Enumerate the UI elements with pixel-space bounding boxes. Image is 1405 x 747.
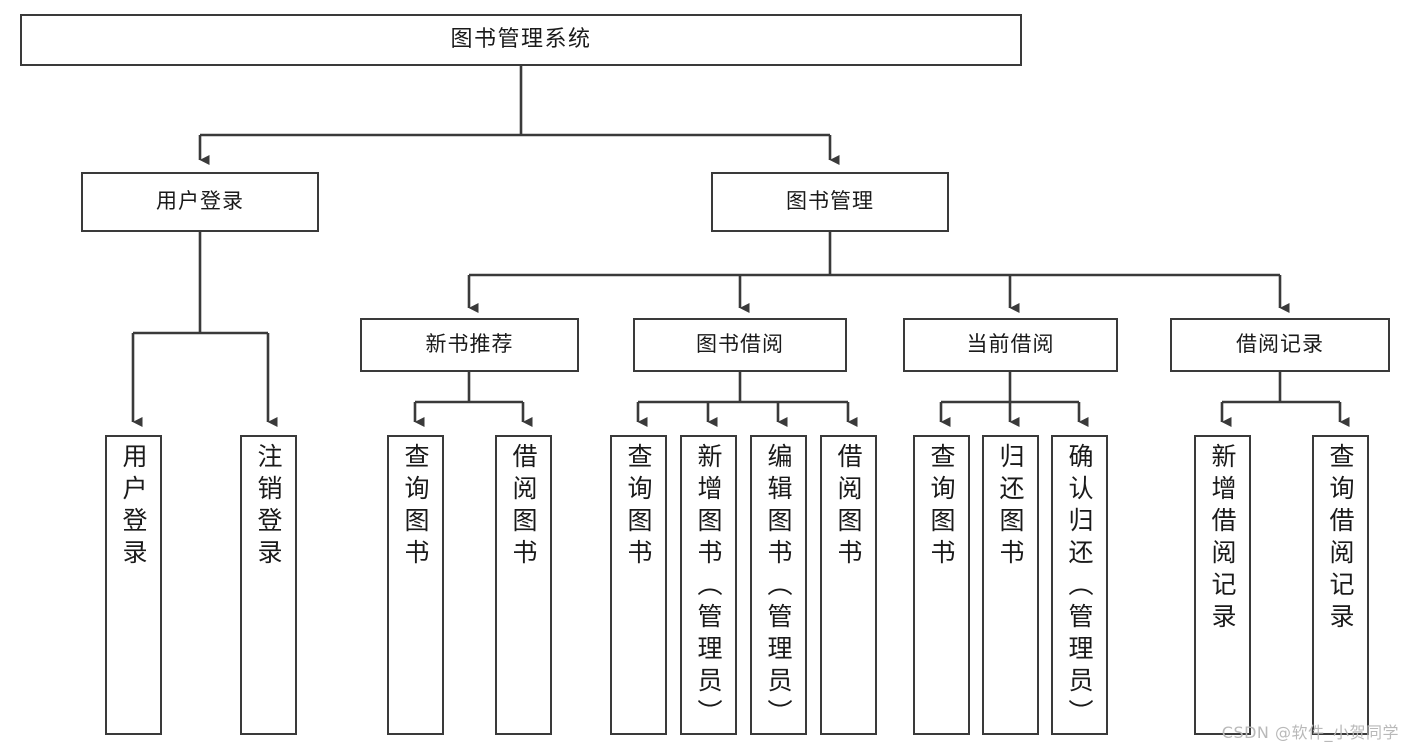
csdn-watermark: CSDN @软件_小贺同学 [1221, 723, 1399, 742]
node-label: 借阅图书 [834, 443, 863, 571]
leaf-logout-login[interactable]: 注销登录 [240, 435, 297, 735]
node-label: 借阅记录 [1236, 332, 1324, 357]
leaf-query-book-current[interactable]: 查询图书 [913, 435, 970, 735]
node-label: 新书推荐 [425, 332, 514, 357]
leaf-borrow-book[interactable]: 借阅图书 [820, 435, 877, 735]
node-user-login[interactable]: 用户登录 [81, 172, 319, 232]
leaf-return-book[interactable]: 归还图书 [982, 435, 1039, 735]
leaf-edit-book-admin[interactable]: 编辑图书（管理员） [750, 435, 807, 735]
node-label: 当前借阅 [966, 332, 1055, 357]
node-current-borrow[interactable]: 当前借阅 [903, 318, 1118, 372]
node-label: 注销登录 [254, 443, 283, 571]
leaf-add-book-admin[interactable]: 新增图书（管理员） [680, 435, 737, 735]
node-label: 图书借阅 [696, 332, 784, 357]
node-borrow-record[interactable]: 借阅记录 [1170, 318, 1390, 372]
leaf-confirm-return-admin[interactable]: 确认归还（管理员） [1051, 435, 1108, 735]
node-label: 新增借阅记录 [1208, 443, 1237, 635]
leaf-borrow-book-recommend[interactable]: 借阅图书 [495, 435, 552, 735]
node-root-book-management-system[interactable]: 图书管理系统 [20, 14, 1022, 66]
node-label: 用户登录 [119, 443, 148, 571]
node-label: 借阅图书 [509, 443, 538, 571]
leaf-query-book-recommend[interactable]: 查询图书 [387, 435, 444, 735]
node-label: 查询图书 [927, 443, 956, 571]
node-label: 图书管理系统 [450, 26, 592, 52]
node-label: 归还图书 [996, 443, 1025, 571]
leaf-add-borrow-record[interactable]: 新增借阅记录 [1194, 435, 1251, 735]
node-label: 新增图书（管理员） [694, 443, 723, 731]
node-label: 用户登录 [156, 189, 244, 214]
node-label: 编辑图书（管理员） [764, 443, 793, 731]
node-label: 查询图书 [624, 443, 653, 571]
node-label: 确认归还（管理员） [1065, 443, 1094, 731]
leaf-query-book-borrow[interactable]: 查询图书 [610, 435, 667, 735]
leaf-query-borrow-record[interactable]: 查询借阅记录 [1312, 435, 1369, 735]
node-label: 查询借阅记录 [1326, 443, 1355, 635]
leaf-user-login[interactable]: 用户登录 [105, 435, 162, 735]
node-new-book-recommend[interactable]: 新书推荐 [360, 318, 579, 372]
node-book-management[interactable]: 图书管理 [711, 172, 949, 232]
node-label: 查询图书 [401, 443, 430, 571]
node-book-borrow[interactable]: 图书借阅 [633, 318, 847, 372]
node-label: 图书管理 [786, 189, 874, 214]
